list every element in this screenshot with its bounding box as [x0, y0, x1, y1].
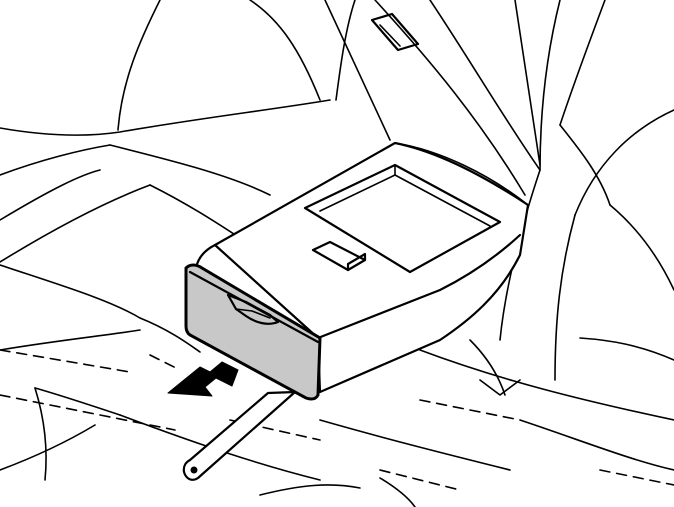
center-backrest: [324, 0, 541, 196]
support-strap: [182, 390, 297, 481]
cup-holder-drawer: [184, 263, 322, 401]
release-button: [311, 240, 367, 272]
hidden-lines: [0, 349, 674, 491]
left-seat-back: [0, 0, 356, 263]
right-seat-back: [499, 0, 674, 381]
storage-compartment: [303, 163, 502, 274]
arrow-icon: [167, 361, 239, 397]
